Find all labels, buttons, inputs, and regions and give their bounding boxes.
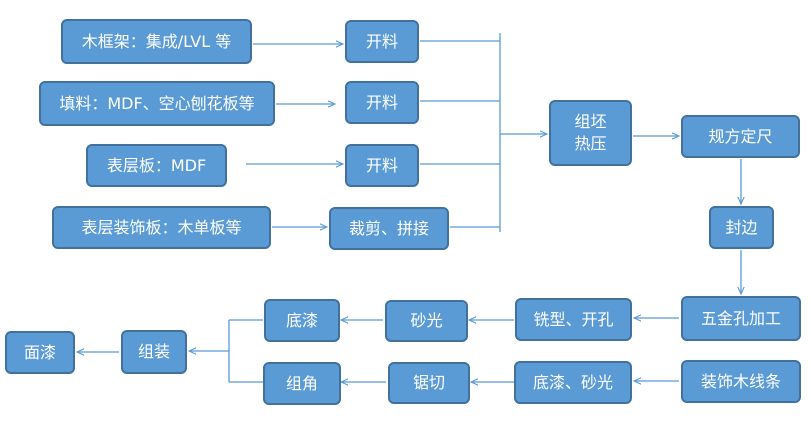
node-edge-label: 封边 — [725, 217, 758, 237]
node-hardware-holes: 五金孔加工 — [681, 296, 801, 341]
node-sand: 砂光 — [385, 300, 468, 342]
node-frame: 木框架：集成/LVL 等 — [61, 19, 252, 64]
node-cut-3: 开料 — [345, 144, 419, 187]
node-cut-3-label: 开料 — [365, 155, 398, 175]
node-assemble-press: 组坯 热压 — [549, 100, 632, 166]
node-cut-1: 开料 — [345, 20, 419, 63]
node-veneer-label: 表层装饰板：木单板等 — [81, 217, 242, 237]
node-surface-board: 表层板：MDF — [86, 144, 227, 187]
node-corner: 组角 — [263, 362, 341, 405]
node-saw-cut: 锯切 — [388, 362, 470, 404]
node-trim-splice: 裁剪、拼接 — [329, 207, 449, 250]
node-assemble-press-line1: 组坯 — [574, 112, 607, 131]
node-assembly: 组装 — [121, 330, 187, 374]
node-filler: 填料：MDF、空心刨花板等 — [39, 81, 275, 126]
node-mill-drill-label: 铣型、开孔 — [533, 309, 614, 329]
node-size: 规方定尺 — [681, 115, 800, 158]
node-size-label: 规方定尺 — [708, 126, 773, 146]
node-primer-label: 底漆 — [285, 310, 318, 330]
node-hardware-holes-label: 五金孔加工 — [700, 308, 781, 328]
node-assembly-label: 组装 — [137, 342, 170, 361]
node-primer-sand: 底漆、砂光 — [514, 361, 632, 404]
node-assemble-press-line2: 热压 — [574, 134, 607, 153]
node-mill-drill: 铣型、开孔 — [515, 298, 632, 341]
node-topcoat-label: 面漆 — [23, 342, 56, 362]
node-cut-1-label: 开料 — [365, 31, 398, 51]
node-cut-2-label: 开料 — [365, 92, 398, 112]
node-sand-label: 砂光 — [410, 311, 443, 330]
node-deco-molding-label: 装饰木线条 — [700, 371, 781, 391]
node-veneer: 表层装饰板：木单板等 — [52, 206, 271, 249]
node-trim-splice-label: 裁剪、拼接 — [348, 218, 429, 238]
node-topcoat: 面漆 — [5, 331, 75, 374]
node-surface-board-label: 表层板：MDF — [106, 155, 207, 175]
node-cut-2: 开料 — [345, 81, 419, 124]
node-deco-molding: 装饰木线条 — [681, 360, 801, 403]
node-saw-cut-label: 锯切 — [412, 373, 445, 392]
node-primer: 底漆 — [264, 299, 340, 342]
node-frame-label: 木框架：集成/LVL 等 — [81, 31, 232, 51]
node-filler-label: 填料：MDF、空心刨花板等 — [59, 93, 255, 113]
node-primer-sand-label: 底漆、砂光 — [532, 372, 613, 392]
node-corner-label: 组角 — [285, 373, 318, 393]
node-edge: 封边 — [709, 206, 774, 249]
